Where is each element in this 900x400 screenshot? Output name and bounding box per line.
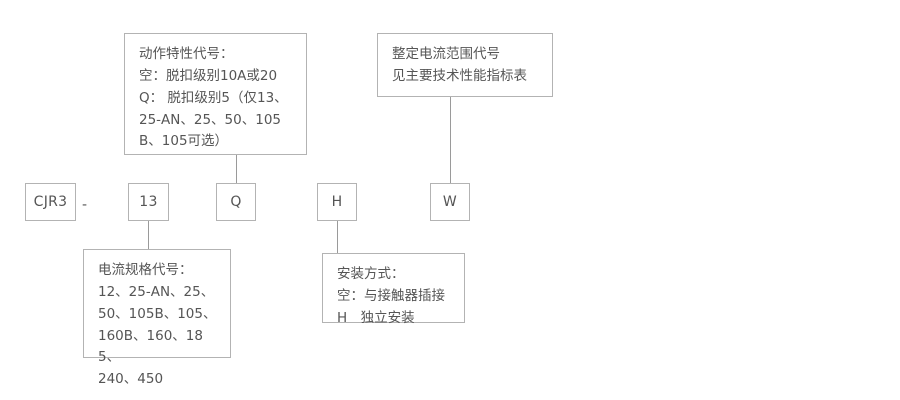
code-separator-dash: - — [82, 197, 88, 213]
mounting-method-note: 安装方式： 空：与接触器插接 H 独立安装 — [322, 253, 465, 326]
connector-current-spec — [148, 221, 149, 249]
connector-mounting-method — [337, 221, 338, 253]
connector-current-range — [450, 97, 451, 183]
action-characteristic-note: 动作特性代号： 空：脱扣级别10A或20 Q： 脱扣级别5（仅13、 25-AN… — [124, 33, 307, 155]
current-range-note: 整定电流范围代号 见主要技术性能指标表 — [377, 33, 553, 97]
code-segment-mounting[interactable]: H — [317, 183, 357, 221]
code-segment-series[interactable]: CJR3 — [25, 183, 76, 221]
connector-action-characteristic — [236, 155, 237, 183]
code-segment-action-char[interactable]: Q — [216, 183, 256, 221]
code-segment-current-spec[interactable]: 13 — [128, 183, 169, 221]
current-spec-note: 电流规格代号： 12、25-AN、25、 50、105B、105、 160B、1… — [83, 249, 231, 387]
code-segment-current-range[interactable]: W — [430, 183, 470, 221]
